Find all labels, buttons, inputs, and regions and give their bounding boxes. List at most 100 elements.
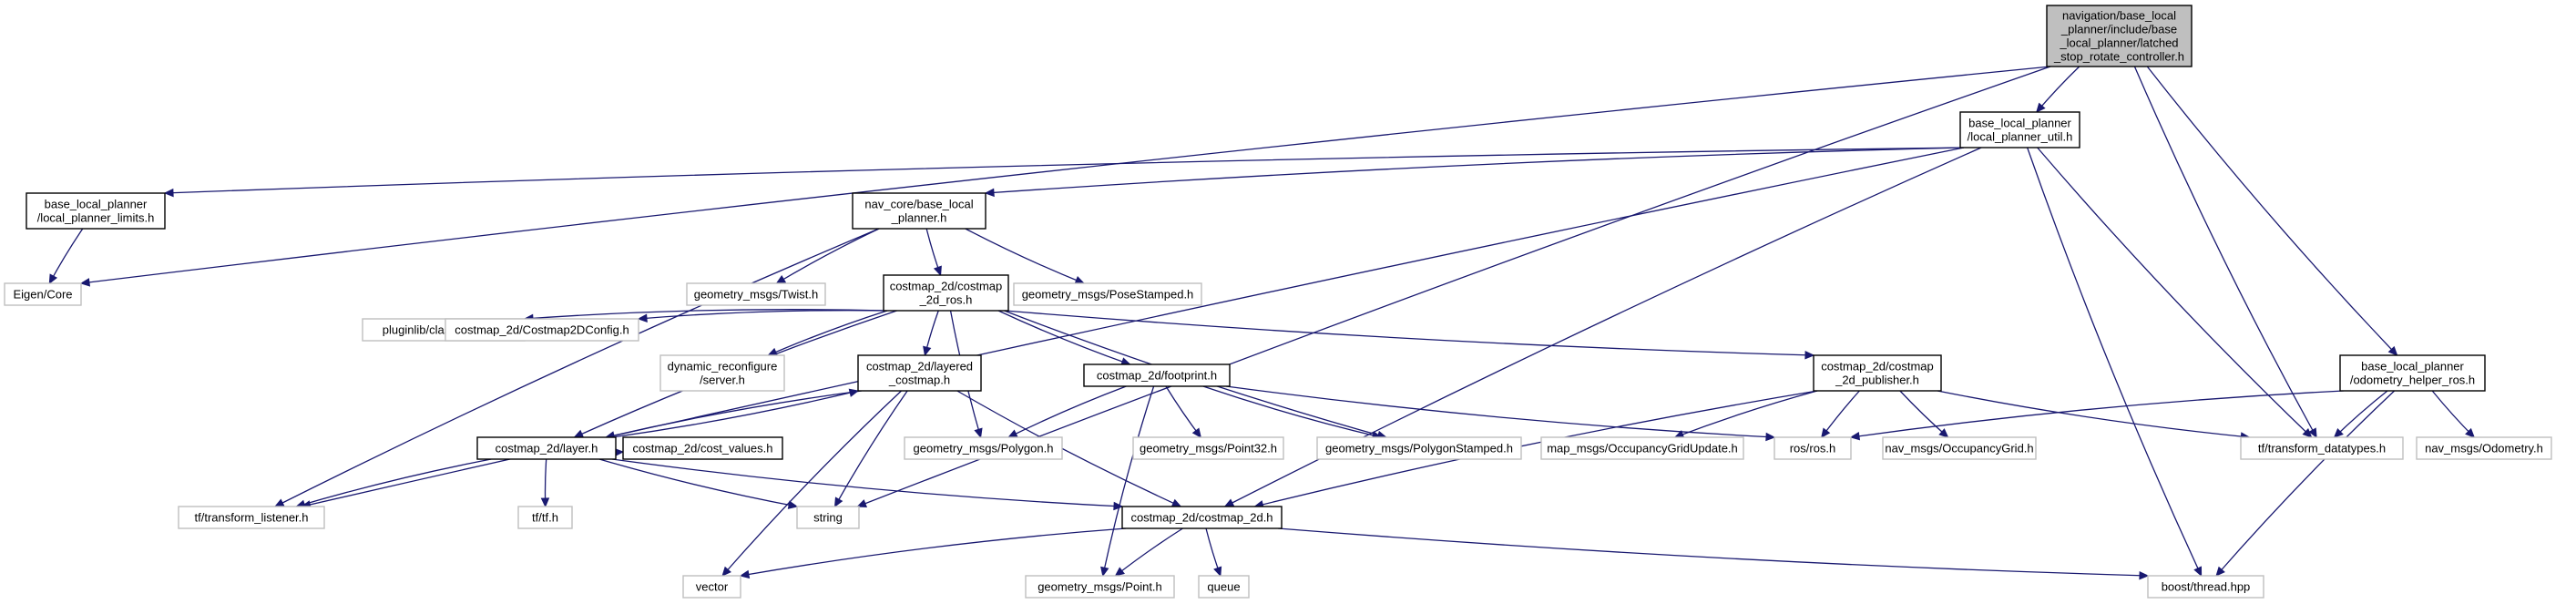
node-label-layer-line-0: costmap_2d/layer.h (496, 442, 598, 456)
edge-odomhelper-to-rosh (1850, 390, 2345, 438)
node-label-tfdatatypes-line-0: tf/transform_datatypes.h (2258, 442, 2386, 456)
arrowhead-ros2d-to-layered (923, 345, 932, 357)
node-box-root (2046, 5, 2193, 67)
node-box-cm2dconfig (445, 318, 639, 342)
arrowhead-footprint-to-polygon (1007, 429, 1018, 438)
arrowhead-layer-to-string (787, 500, 799, 509)
node-box-occgridupd (1540, 436, 1744, 460)
arrowhead-footprint-to-point (1100, 566, 1109, 578)
node-box-twist (686, 282, 826, 306)
edge-footprint-to-polygon (1007, 385, 1127, 438)
node-string: string (796, 506, 860, 529)
node-box-odomhelper (2339, 354, 2486, 392)
node-label-polygon-line-0: geometry_msgs/Polygon.h (914, 442, 1054, 456)
node-box-layer (476, 436, 617, 460)
edge-publisher-to-rosh (1821, 390, 1860, 438)
node-util[interactable]: base_local_planner/local_planner_util.h (1959, 111, 2080, 148)
arrowhead-publisher-to-occgrid (1938, 428, 1949, 438)
node-navcore[interactable]: nav_core/base_local_planner.h (852, 192, 986, 230)
node-label-eigen-line-0: Eigen/Core (13, 288, 72, 302)
arrowhead-footprint-to-point32 (1191, 427, 1202, 438)
node-box-util (1959, 111, 2080, 148)
node-tfdatatypes: tf/transform_datatypes.h (2240, 436, 2404, 460)
arrowhead-root-to-eigen (79, 278, 91, 287)
arrowhead-navcore-to-twist (775, 275, 787, 284)
node-dynreconf: dynamic_reconfigure/server.h (659, 354, 785, 392)
node-box-point (1025, 575, 1175, 599)
edge-util-to-navcore (985, 147, 1965, 194)
node-label-dynreconf-line-1: /server.h (700, 374, 745, 387)
edge-publisher-to-tfdatatypes (1937, 390, 2250, 438)
edge-ros2d-to-publisher (1004, 310, 1814, 356)
node-odometry: nav_msgs/Odometry.h (2416, 436, 2552, 460)
node-limits[interactable]: base_local_planner/local_planner_limits.… (26, 192, 166, 230)
nodes-layer: navigation/base_local_planner/include/ba… (4, 5, 2552, 599)
edge-odomhelper-to-tfdatatypes (2334, 390, 2388, 438)
node-label-navcore-line-0: nav_core/base_local (864, 198, 973, 211)
arrowhead-util-to-boostthread (2193, 566, 2203, 578)
node-box-odometry (2416, 436, 2552, 460)
arrowhead-publisher-to-rosh (1821, 427, 1831, 438)
edge-layered-to-layer (605, 390, 863, 438)
arrowhead-util-to-cm2d (1223, 498, 1235, 507)
node-box-point32 (1132, 436, 1284, 460)
arrowhead-layer-to-cm2d (1113, 501, 1124, 511)
arrowhead-util-to-tfdatatypes (2302, 427, 2313, 438)
arrowhead-footprint-to-rosh (1765, 432, 1776, 442)
node-label-root-line-0: navigation/base_local (2062, 9, 2176, 23)
arrowhead-cm2d-to-point (1114, 567, 1125, 577)
node-box-layered (857, 354, 982, 392)
node-box-polystamped (1316, 436, 1522, 460)
node-label-occgrid-line-0: nav_msgs/OccupancyGrid.h (1885, 442, 2033, 456)
edge-cm2d-to-boostthread (1277, 527, 2149, 577)
node-publisher[interactable]: costmap_2d/costmap_2d_publisher.h (1813, 354, 1942, 392)
node-box-costvalues (622, 436, 783, 460)
node-label-costvalues-line-0: costmap_2d/cost_values.h (633, 442, 773, 456)
node-occgridupd: map_msgs/OccupancyGridUpdate.h (1540, 436, 1744, 460)
edge-odomhelper-to-odometry (2431, 390, 2475, 438)
arrowhead-navcore-to-posestamped (1074, 276, 1086, 284)
node-label-vector-line-0: vector (696, 580, 729, 594)
node-twist: geometry_msgs/Twist.h (686, 282, 826, 306)
edge-root-to-eigen (80, 66, 2051, 284)
node-box-eigen (4, 282, 82, 306)
node-layer[interactable]: costmap_2d/layer.h (476, 436, 617, 460)
node-label-root-line-3: _stop_rotate_controller.h (2053, 50, 2184, 64)
arrowhead-util-to-limits (163, 188, 174, 198)
node-costvalues[interactable]: costmap_2d/cost_values.h (622, 436, 783, 460)
node-cm2d[interactable]: costmap_2d/costmap_2d.h (1121, 506, 1283, 529)
node-ros2d[interactable]: costmap_2d/costmap_2d_ros.h (883, 274, 1009, 312)
node-footprint[interactable]: costmap_2d/footprint.h (1083, 363, 1231, 387)
node-cm2dconfig: costmap_2d/Costmap2DConfig.h (445, 318, 639, 342)
arrowhead-ros2d-to-cm2dconfig (637, 313, 648, 322)
edge-util-to-tfdatatypes (2037, 147, 2313, 438)
node-label-boostthread-line-0: boost/thread.hpp (2162, 580, 2251, 594)
node-polystamped: geometry_msgs/PolygonStamped.h (1316, 436, 1522, 460)
edge-footprint-to-point (1102, 385, 1155, 577)
arrowhead-root-to-util (2036, 102, 2046, 113)
node-layered[interactable]: costmap_2d/layered_costmap.h (857, 354, 982, 392)
node-box-tfdatatypes (2240, 436, 2404, 460)
node-root[interactable]: navigation/base_local_planner/include/ba… (2046, 5, 2193, 67)
edge-util-to-boostthread (2027, 147, 2203, 577)
node-posestamped: geometry_msgs/PoseStamped.h (1013, 282, 1202, 306)
node-label-root-line-1: _planner/include/base (2060, 23, 2177, 36)
node-label-odometry-line-0: nav_msgs/Odometry.h (2425, 442, 2543, 456)
node-odomhelper[interactable]: base_local_planner/odometry_helper_ros.h (2339, 354, 2486, 392)
edge-layered-to-cm2d (956, 390, 1181, 507)
arrowhead-root-to-odomhelper (2387, 345, 2398, 356)
node-label-queue-line-0: queue (1207, 580, 1240, 594)
node-box-dynreconf (659, 354, 785, 392)
node-label-root-line-2: _local_planner/latched (2059, 36, 2178, 50)
node-label-util-line-0: base_local_planner (1968, 117, 2071, 130)
node-boostthread: boost/thread.hpp (2147, 575, 2264, 599)
arrowhead-navcore-to-tflistener (273, 498, 285, 507)
node-box-tfh (517, 506, 573, 529)
arrowhead-ros2d-to-layer (573, 429, 585, 438)
node-box-navcore (852, 192, 986, 230)
node-label-tfh-line-0: tf/tf.h (532, 511, 558, 525)
node-box-cm2d (1121, 506, 1283, 529)
edge-limits-to-eigen (48, 228, 84, 284)
